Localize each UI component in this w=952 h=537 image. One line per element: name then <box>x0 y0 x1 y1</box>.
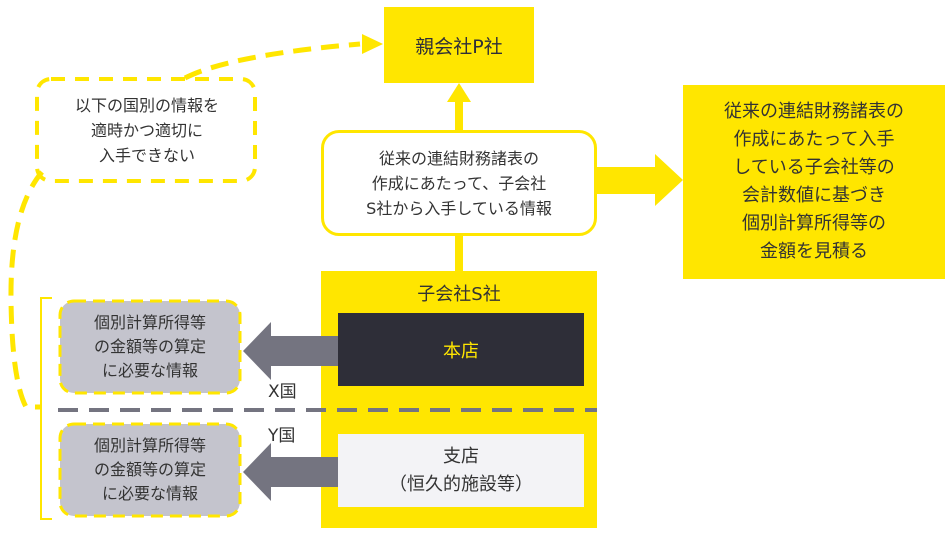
subsidiary-title-text: 子会社S社 <box>417 284 501 305</box>
arrow-right-head <box>655 154 683 206</box>
estimate-line: 会計数値に基づき <box>742 185 886 206</box>
estimate-box: 従来の連結財務諸表の 作成にあたって入手 している子会社等の 会計数値に基づき … <box>683 85 945 279</box>
gray-arrow-y-head <box>243 443 271 501</box>
arrow-right-shaft <box>595 167 655 194</box>
gray-arrow-y-shaft <box>268 457 340 487</box>
info-from-subsidiary-box: 従来の連結財務諸表の 作成にあたって、子会社 S社から入手している情報 <box>321 130 597 236</box>
estimate-line: 従来の連結財務諸表の <box>724 101 904 122</box>
dashed-arrow-to-parent <box>183 41 361 81</box>
country-y-label: Y国 <box>268 426 296 446</box>
estimate-line: 個別計算所得等の <box>742 213 886 234</box>
dashed-curve-left <box>8 170 44 410</box>
branch-line: 支店 <box>443 445 479 467</box>
country-x-label: X国 <box>268 382 297 402</box>
callout-line: 入手できない <box>98 146 195 165</box>
estimate-line: 作成にあたって入手 <box>733 129 895 150</box>
callout-line: 適時かつ適切に <box>90 121 203 140</box>
estimate-line: 金額を見積る <box>760 241 868 262</box>
dashed-arrow-head <box>362 34 383 54</box>
info-line: S社から入手している情報 <box>366 198 552 218</box>
arrow-up-shaft <box>455 98 463 132</box>
required-info-line: に必要な情報 <box>101 484 198 503</box>
branch-line: （恒久的施設等） <box>389 473 533 495</box>
head-office-label: 本店 <box>443 340 479 362</box>
parent-company-label: 親会社P社 <box>415 35 503 58</box>
required-info-line: 個別計算所得等 <box>93 436 206 455</box>
parent-company-box: 親会社P社 <box>384 7 534 83</box>
callout-box: 以下の国別の情報を 適時かつ適切に 入手できない <box>36 78 258 183</box>
bracket <box>40 297 52 520</box>
head-office-box: 本店 <box>338 313 584 386</box>
required-info-x-box: 個別計算所得等 の金額等の算定 に必要な情報 <box>59 300 241 394</box>
gray-arrow-x-head <box>243 322 271 380</box>
info-line: 従来の連結財務諸表の <box>378 148 539 168</box>
gray-arrow-x-shaft <box>268 336 340 366</box>
arrow-up-head <box>447 83 471 102</box>
required-info-y-box: 個別計算所得等 の金額等の算定 に必要な情報 <box>59 423 241 517</box>
subsidiary-title: 子会社S社 <box>321 278 597 308</box>
required-info-line: の金額等の算定 <box>93 337 206 356</box>
required-info-line: の金額等の算定 <box>93 460 206 479</box>
estimate-line: している子会社等の <box>733 157 895 178</box>
branch-box: 支店 （恒久的施設等） <box>338 434 584 507</box>
required-info-line: に必要な情報 <box>101 361 198 380</box>
callout-line: 以下の国別の情報を <box>74 96 219 115</box>
info-line: 作成にあたって、子会社 <box>371 173 547 193</box>
connector-sub-to-info <box>455 234 463 272</box>
required-info-line: 個別計算所得等 <box>93 313 206 332</box>
